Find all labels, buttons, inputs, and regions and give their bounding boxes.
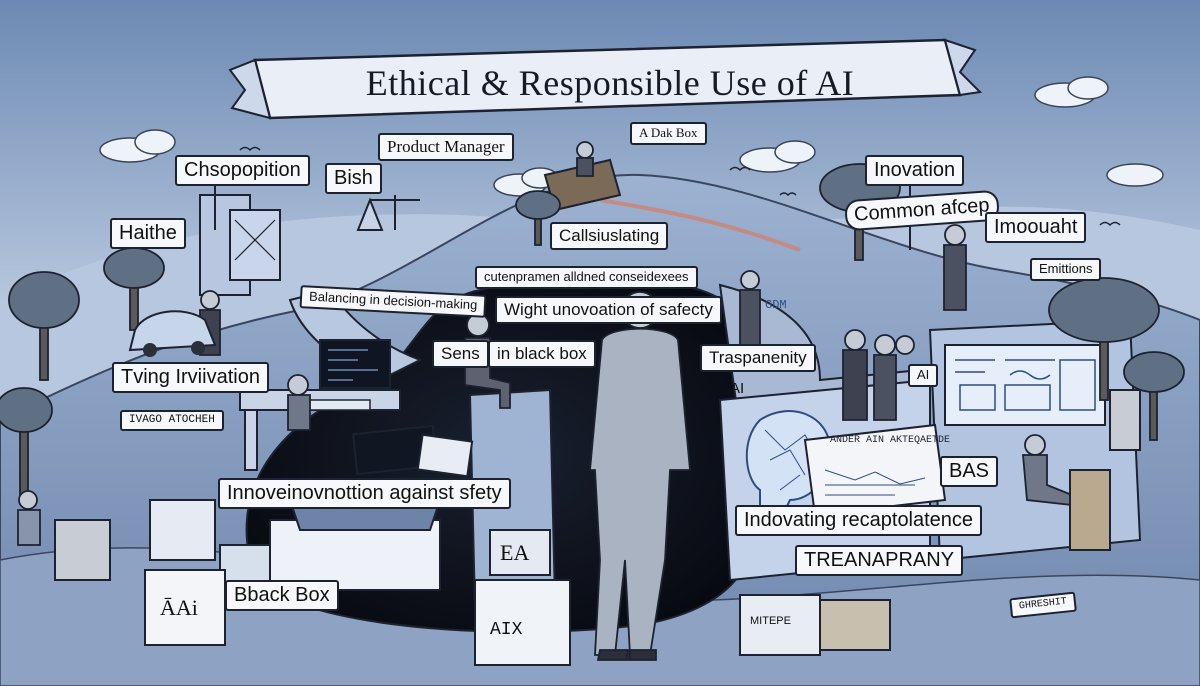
label-imoouaht: Imoouaht (985, 212, 1087, 243)
autonomous-car (128, 310, 217, 352)
tablet-2 (416, 433, 474, 478)
desk-leg (244, 409, 258, 471)
boxes (54, 389, 1141, 666)
label-indovating: Indovating recaptolatence (735, 505, 983, 536)
newspaper (803, 423, 947, 517)
label-ai-sign: AI (908, 364, 939, 387)
label-callsiuslating: Callsiuslating (550, 222, 669, 250)
scales-icon (356, 195, 420, 231)
monitor (319, 339, 391, 389)
label-emittions: Emittions (1030, 258, 1102, 281)
label-product-manager: Product Manager (378, 133, 514, 161)
label-treanaprany: TREANAPRANY (795, 545, 964, 576)
label-bas: BAS (940, 456, 999, 487)
label-a-dak-box: A Dak Box (630, 122, 707, 145)
label-bish: Bish (325, 163, 382, 194)
box-label-mitepe: MITEPE (750, 615, 791, 627)
box-label-ea: EA (500, 540, 530, 565)
label-in-black-box: in black box (488, 340, 596, 368)
label-inovation: Inovation (865, 155, 965, 186)
label-haithe: Haithe (110, 218, 186, 249)
label-tving-irviivation: Tving Irviivation (112, 362, 269, 393)
label-wight-unovoation: Wight unovoation of safecty (495, 296, 722, 324)
label-ai-panel: AI (730, 380, 745, 397)
birds (239, 146, 1121, 227)
label-innovation-against-safety: Innoveinovnottion against sfety (218, 478, 511, 509)
label-ivago-atocheh: IVAGO ATOCHEH (120, 410, 224, 431)
label-bback-box: Bback Box (225, 580, 339, 611)
box-label-aai: ĀAi (160, 595, 198, 620)
label-cutenpramen: cutenpramen alldned conseidexees (475, 266, 698, 289)
path-road (599, 198, 801, 252)
box-label-aix: AIX (490, 620, 523, 640)
label-traspanenity: Traspanenity (700, 344, 816, 372)
banner-title: Ethical & Responsible Use of AI (365, 63, 855, 103)
label-gdm: GDM (765, 298, 787, 312)
label-chsopopition: Chsopopition (175, 155, 310, 186)
label-sens: Sens (432, 340, 489, 368)
label-newspaper-headline: ANDER AIN AKTEQAETDE (830, 435, 951, 446)
screen-scribbles (955, 359, 1096, 411)
